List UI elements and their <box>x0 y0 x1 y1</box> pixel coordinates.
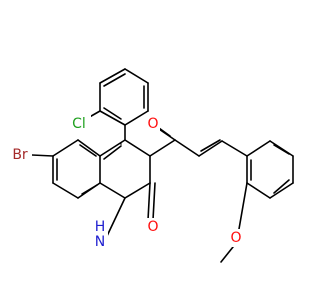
molecule-structure: Cl Br O O N H O <box>8 68 294 263</box>
bond-line-13 <box>124 182 151 199</box>
bond-line-1 <box>124 68 149 84</box>
bond-line-44 <box>273 144 290 155</box>
bond-line-11 <box>124 139 151 157</box>
ketone-oxygen-label: O <box>147 116 158 132</box>
bond-line-23 <box>77 139 101 157</box>
bond-line-48 <box>220 246 234 263</box>
chlorine-atom-label: Cl <box>72 116 86 132</box>
bond-line-3 <box>124 110 149 126</box>
bond-line-27 <box>31 154 54 157</box>
bromine-atom-label: Br <box>12 147 28 163</box>
bond-layer <box>31 68 294 263</box>
bond-line-26 <box>79 144 97 157</box>
bond-line-45 <box>273 179 290 194</box>
bond-line-41 <box>269 182 294 199</box>
bond-line-31 <box>149 139 176 157</box>
bond-line-20 <box>52 182 79 199</box>
bond-line-18 <box>103 145 122 160</box>
bond-line-28 <box>147 182 151 221</box>
bond-line-4 <box>99 110 126 126</box>
ether-oxygen-label: O <box>230 230 241 246</box>
bond-line-35 <box>198 140 223 157</box>
bond-line-25 <box>81 184 98 195</box>
bond-line-14 <box>99 182 126 199</box>
lactam-oxygen-label: O <box>147 219 158 235</box>
bond-line-0 <box>99 68 126 84</box>
bond-line-29 <box>152 182 156 221</box>
bond-line-38 <box>246 140 271 157</box>
nitrogen-atom-label: N <box>95 234 105 250</box>
bond-line-34 <box>174 139 200 157</box>
bond-line-42 <box>246 182 271 199</box>
bond-line-36 <box>200 139 221 152</box>
bond-line-8 <box>103 107 122 120</box>
bond-line-6 <box>103 73 126 87</box>
bond-line-22 <box>52 139 79 157</box>
bond-line-30 <box>106 197 126 237</box>
bond-line-47 <box>238 182 248 230</box>
atom-label-layer: Cl Br O O N H O <box>8 115 243 258</box>
amine-hydrogen-label: H <box>95 219 106 235</box>
bond-line-16 <box>99 139 126 157</box>
bond-line-37 <box>221 140 248 157</box>
